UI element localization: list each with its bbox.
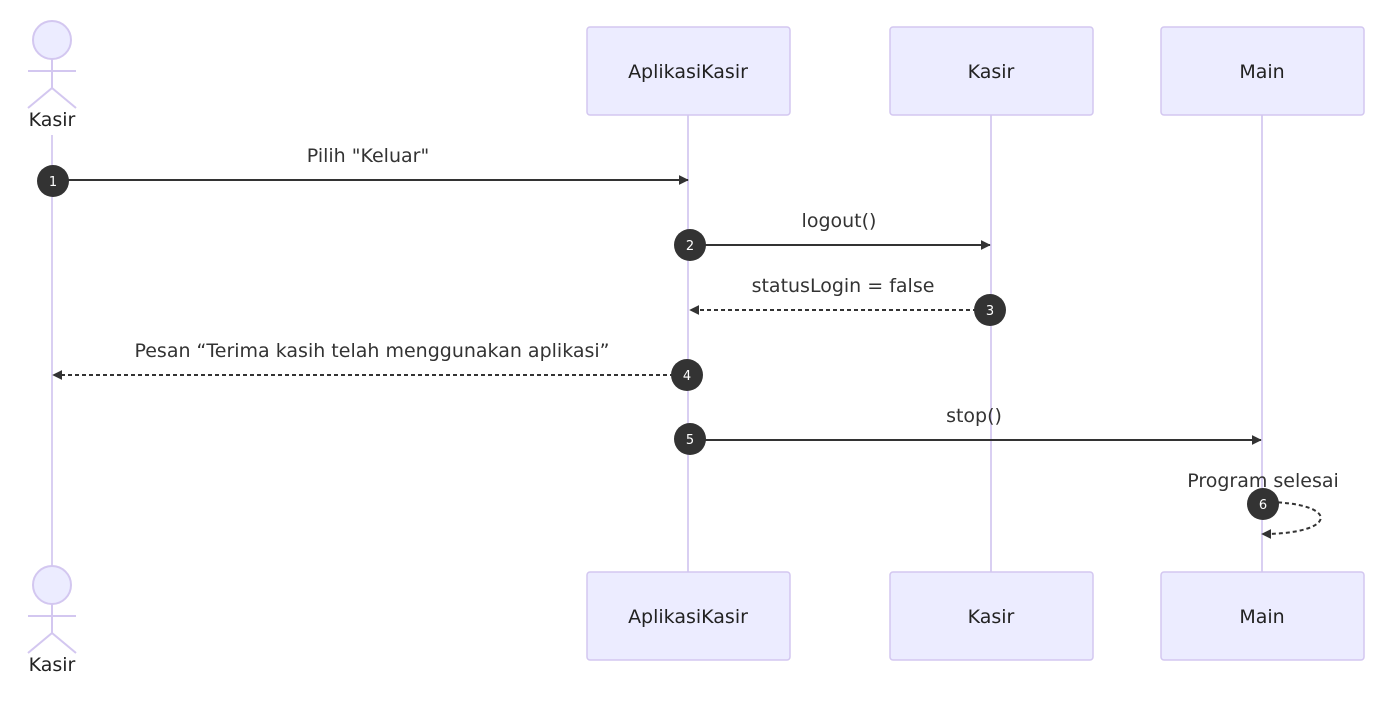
message-label: Pilih "Keluar"	[307, 145, 429, 167]
participant-box	[889, 571, 1094, 661]
participant-label: AplikasiKasir	[628, 61, 748, 83]
message-5: stop() 5	[674, 405, 1262, 455]
sequence-number-badge	[1247, 488, 1279, 520]
sequence-number: 2	[686, 239, 694, 254]
message-label: statusLogin = false	[752, 275, 935, 297]
actor-leg-right	[51, 87, 77, 109]
participant-box	[586, 26, 791, 116]
actor-leg-left	[27, 87, 53, 109]
sequence-number-badge	[37, 165, 69, 197]
participant-kasir-top: Kasir	[889, 26, 1094, 116]
participant-box	[586, 571, 791, 661]
message-2: logout() 2	[674, 210, 991, 261]
participant-label: Kasir	[968, 606, 1015, 628]
participant-aplikasi-kasir-top: AplikasiKasir	[586, 26, 791, 116]
actor-head	[32, 20, 72, 60]
participant-box	[1160, 26, 1365, 116]
sequence-number: 6	[1259, 498, 1267, 513]
message-label: Program selesai	[1187, 470, 1339, 492]
participant-label: Main	[1239, 61, 1284, 83]
sequence-number: 5	[686, 433, 694, 448]
participant-main-bottom: Main	[1160, 571, 1365, 661]
message-4: Pesan “Terima kasih telah menggunakan ap…	[52, 340, 703, 391]
actor-kasir-top: Kasir	[27, 20, 77, 131]
sequence-number-badge	[674, 423, 706, 455]
actor-leg-right	[51, 632, 77, 654]
actor-head	[32, 565, 72, 605]
message-label: Pesan “Terima kasih telah menggunakan ap…	[134, 340, 609, 362]
participant-aplikasi-kasir-bottom: AplikasiKasir	[586, 571, 791, 661]
actor-leg-left	[27, 632, 53, 654]
actor-name: Kasir	[29, 654, 76, 676]
sequence-number-badge	[674, 229, 706, 261]
participant-main-top: Main	[1160, 26, 1365, 116]
participant-box	[1160, 571, 1365, 661]
message-3: statusLogin = false 3	[689, 275, 1006, 326]
message-label: stop()	[946, 405, 1002, 427]
sequence-number: 3	[986, 304, 994, 319]
sequence-number-badge	[671, 359, 703, 391]
participant-kasir-bottom: Kasir	[889, 571, 1094, 661]
sequence-number: 4	[683, 369, 691, 384]
actor-kasir-bottom: Kasir	[27, 565, 77, 676]
participant-label: Main	[1239, 606, 1284, 628]
participant-label: AplikasiKasir	[628, 606, 748, 628]
sequence-number: 1	[49, 175, 57, 190]
message-6: Program selesai 6	[1187, 470, 1339, 539]
actor-name: Kasir	[29, 109, 76, 131]
participant-label: Kasir	[968, 61, 1015, 83]
message-1: Pilih "Keluar" 1	[37, 145, 689, 197]
message-self-arrow	[1261, 501, 1322, 539]
sequence-number-badge	[974, 294, 1006, 326]
participant-box	[889, 26, 1094, 116]
message-label: logout()	[802, 210, 877, 232]
